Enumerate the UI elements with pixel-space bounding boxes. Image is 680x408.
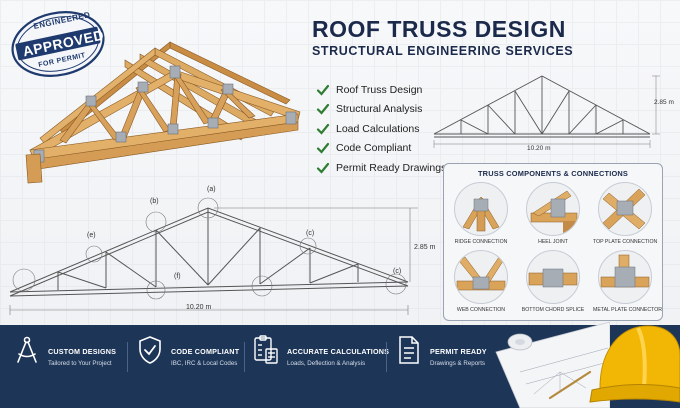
list-item: Structural Analysis <box>316 100 446 120</box>
compass-icon <box>17 336 37 363</box>
component-web-connection: WEB CONNECTION <box>449 250 513 313</box>
components-title: TRUSS COMPONENTS & CONNECTIONS <box>477 169 629 178</box>
component-bottom-chord-splice: BOTTOM CHORD SPLICE <box>521 250 585 313</box>
check-icon <box>316 104 330 115</box>
feature-accurate-calculations: ACCURATE CALCULATIONS Loads, Deflection &… <box>253 335 389 367</box>
check-icon <box>316 143 330 154</box>
component-label: BOTTOM CHORD SPLICE <box>521 307 585 313</box>
feature-permit-ready: PERMIT READY Drawings & Reports <box>396 335 487 367</box>
component-label: RIDGE CONNECTION <box>454 239 508 245</box>
component-label: WEB CONNECTION <box>456 307 506 313</box>
feature-title: CODE COMPLIANT <box>171 347 240 356</box>
hard-hat-illustration <box>589 325 680 403</box>
feature-code-compliant: CODE COMPLIANT IBC, IRC & Local Codes <box>137 335 239 367</box>
service-label: Load Calculations <box>336 122 420 135</box>
feature-title: CUSTOM DESIGNS <box>48 347 117 356</box>
heel-joint-image <box>530 190 578 235</box>
component-ridge-connection: RIDGE CONNECTION <box>449 182 513 245</box>
divider <box>244 342 245 372</box>
big-marker-c-lower: (c) <box>393 268 402 275</box>
services-list: Roof Truss Design Structural Analysis Lo… <box>316 80 446 178</box>
calculator-clipboard-icon <box>254 335 278 364</box>
list-item: Permit Ready Drawings <box>316 158 446 178</box>
bottom-chord-splice-image <box>528 268 578 288</box>
service-label: Code Compliant <box>336 142 412 155</box>
page-subtitle: STRUCTURAL ENGINEERING SERVICES <box>312 44 574 58</box>
feature-custom-designs: CUSTOM DESIGNS Tailored to Your Project <box>14 335 116 367</box>
truss-elevation-drawing <box>9 197 418 315</box>
big-marker-c-upper: (c) <box>306 230 315 237</box>
blueprint-rolls <box>495 321 610 408</box>
component-label: TOP PLATE CONNECTION <box>593 239 658 245</box>
list-item: Roof Truss Design <box>316 80 446 100</box>
big-marker-f: (f) <box>174 273 181 280</box>
components-panel: TRUSS COMPONENTS & CONNECTIONS RIDGE CON… <box>443 163 663 321</box>
feature-desc: Loads, Deflection & Analysis <box>287 360 366 367</box>
list-item: Code Compliant <box>316 139 446 159</box>
component-label: METAL PLATE CONNECTOR <box>593 307 662 313</box>
component-label: HEEL JOINT <box>538 239 568 245</box>
divider <box>127 342 128 372</box>
shield-check-icon <box>139 336 161 364</box>
big-height-label: 2.85 m <box>414 244 436 251</box>
wood-truss-3d-illustration <box>25 41 301 184</box>
service-label: Structural Analysis <box>336 103 423 116</box>
page-title: ROOF TRUSS DESIGN <box>312 16 566 42</box>
top-plate-connection-image <box>602 188 646 230</box>
check-icon <box>316 162 330 174</box>
feature-desc: Tailored to Your Project <box>48 360 112 367</box>
metal-plate-connector-image <box>600 254 650 288</box>
feature-title: PERMIT READY <box>430 347 487 356</box>
document-icon <box>399 336 419 364</box>
big-marker-a: (a) <box>207 186 216 193</box>
feature-desc: IBC, IRC & Local Codes <box>171 360 238 367</box>
approved-stamp <box>11 11 105 77</box>
big-marker-e: (e) <box>87 232 96 239</box>
small-truss-elevation <box>433 75 660 148</box>
small-height-label: 2.85 m <box>654 99 674 106</box>
component-metal-plate-connector: METAL PLATE CONNECTOR <box>593 250 662 313</box>
feature-title: ACCURATE CALCULATIONS <box>287 347 390 356</box>
check-icon <box>316 123 330 135</box>
list-item: Load Calculations <box>316 119 446 139</box>
big-span-label: 10.20 m <box>186 304 212 311</box>
component-top-plate-connection: TOP PLATE CONNECTION <box>593 182 657 245</box>
divider <box>386 342 387 372</box>
service-label: Roof Truss Design <box>336 83 423 96</box>
small-span-label: 10.20 m <box>527 145 551 152</box>
check-icon <box>316 84 330 96</box>
service-label: Permit Ready Drawings <box>336 161 447 174</box>
ridge-connection-image <box>462 196 500 232</box>
web-connection-image <box>456 256 506 291</box>
component-heel-joint: HEEL JOINT <box>521 182 585 245</box>
feature-desc: Drawings & Reports <box>430 360 486 367</box>
big-marker-b: (b) <box>150 198 159 205</box>
